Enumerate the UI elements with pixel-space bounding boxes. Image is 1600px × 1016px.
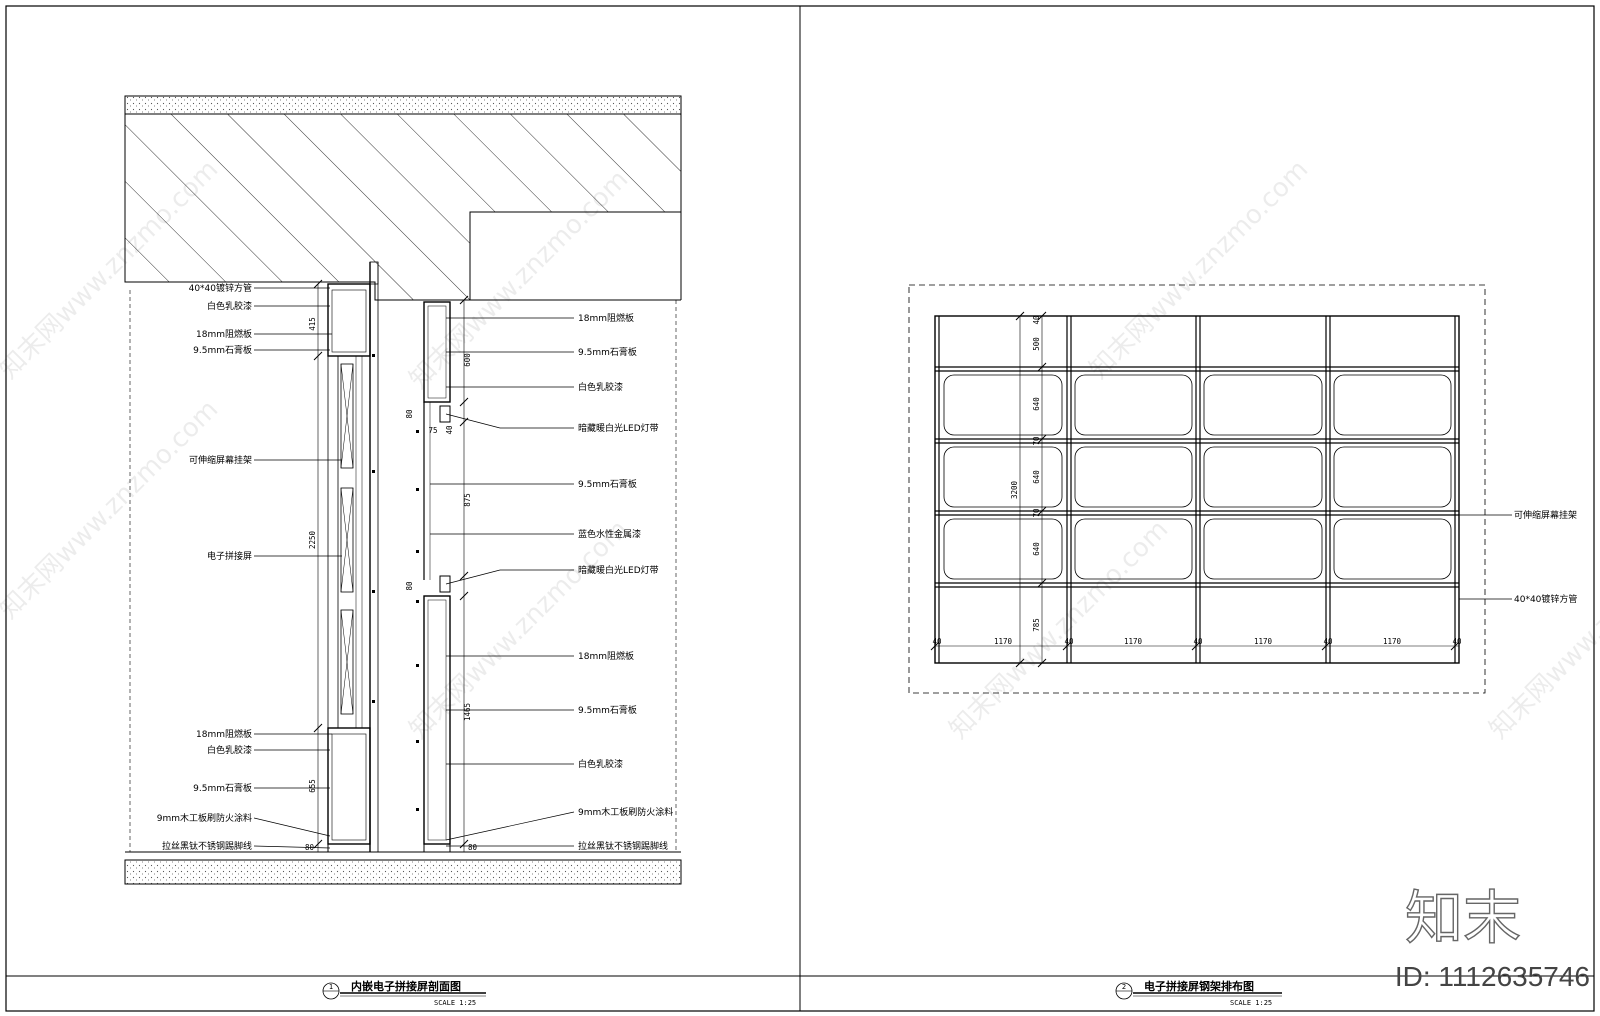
floor-slab <box>124 859 682 885</box>
label-wood-board-r: 9mm木工板刷防火涂料 <box>578 806 673 818</box>
watermark-text-2: 知末网www.znzmo.com <box>0 394 224 625</box>
label-fr-board-2: 18mm阻燃板 <box>196 728 252 740</box>
dim-right-base: 80 <box>468 843 478 852</box>
hdim-0: 40 <box>932 637 942 646</box>
label-white-latex-1: 白色乳胶漆 <box>207 300 252 312</box>
right-title-block: 2 电子拼接屏钢架排布图 SCALE 1:25 <box>1115 979 1282 1007</box>
label-frame-tube: 40*40镀锌方管 <box>1514 593 1577 605</box>
top-box <box>327 283 371 357</box>
left-title-block: 1 内嵌电子拼接屏剖面图 SCALE 1:25 <box>322 979 486 1007</box>
label-skirting-r: 拉丝黑钛不锈钢踢脚线 <box>578 840 668 852</box>
label-blue-paint: 蓝色水性金属漆 <box>578 528 641 540</box>
screen-panels <box>340 355 363 729</box>
vdim-1: 500 <box>1032 337 1041 351</box>
view-number-1: 1 <box>329 983 333 991</box>
hdim-4: 40 <box>1193 637 1203 646</box>
dim-right-mid: 875 <box>463 493 472 507</box>
dim-led-gap1: 80 <box>405 409 414 419</box>
bottom-box <box>327 727 371 845</box>
vdim-6: 640 <box>1032 542 1041 556</box>
watermark-text-5: 知末网www.znzmo.com <box>944 514 1175 745</box>
frame-boundary <box>908 284 1486 694</box>
hdim-8: 40 <box>1452 637 1462 646</box>
steel-frame-outline <box>934 315 1460 664</box>
vdim-0: 40 <box>1032 315 1041 325</box>
hdim-2: 40 <box>1064 637 1074 646</box>
label-galv-tube: 40*40镀锌方管 <box>189 282 252 294</box>
label-frame-hanger: 可伸缩屏幕挂架 <box>1514 509 1577 521</box>
hdim-3: 1170 <box>1124 637 1143 646</box>
label-white-latex-r1: 白色乳胶漆 <box>578 381 623 393</box>
label-wood-board: 9mm木工板刷防火涂料 <box>157 812 252 824</box>
vdim-4: 640 <box>1032 470 1041 484</box>
left-view-scale: SCALE 1:25 <box>434 999 476 1007</box>
vdim-total: 3200 <box>1010 480 1019 499</box>
label-gypsum-r1: 9.5mm石膏板 <box>578 346 637 358</box>
label-gypsum-2: 9.5mm石膏板 <box>193 782 252 794</box>
label-gypsum-r3: 9.5mm石膏板 <box>578 704 637 716</box>
dim-top-box: 415 <box>308 317 317 331</box>
label-white-latex-2: 白色乳胶漆 <box>207 744 252 756</box>
label-led-1: 暗藏暖白光LED灯带 <box>578 422 659 434</box>
dim-middle: 2250 <box>308 530 317 549</box>
label-gypsum-1: 9.5mm石膏板 <box>193 344 252 356</box>
label-fr-board-1: 18mm阻燃板 <box>196 328 252 340</box>
id-label: ID: 1112635746 <box>1395 961 1590 992</box>
dim-right-top: 600 <box>463 353 472 367</box>
ceiling-finish <box>124 95 682 115</box>
label-skirting: 拉丝黑钛不锈钢踢脚线 <box>162 840 252 852</box>
view-number-2: 2 <box>1122 983 1126 991</box>
label-gypsum-r2: 9.5mm石膏板 <box>578 478 637 490</box>
label-fr-board-r1: 18mm阻燃板 <box>578 312 634 324</box>
watermark-text-7: 知末网www.znzmo.com <box>1484 514 1600 745</box>
vdim-5: 70 <box>1032 508 1041 518</box>
frame-panels <box>943 374 1452 580</box>
label-led-2: 暗藏暖白光LED灯带 <box>578 564 659 576</box>
dim-led-gap2: 80 <box>405 581 414 591</box>
hdim-7: 1170 <box>1383 637 1402 646</box>
right-view-scale: SCALE 1:25 <box>1230 999 1272 1007</box>
znzmo-logo: 知末 <box>1405 884 1521 952</box>
right-view-title: 电子拼接屏钢架排布图 <box>1144 979 1254 993</box>
dim-bottom-box: 655 <box>308 779 317 793</box>
vdim-2: 640 <box>1032 397 1041 411</box>
vdim-7: 785 <box>1032 618 1041 632</box>
hdim-5: 1170 <box>1254 637 1273 646</box>
label-fr-board-r2: 18mm阻燃板 <box>578 650 634 662</box>
label-splice-screen: 电子拼接屏 <box>207 550 252 562</box>
dim-led-offset: 75 <box>428 426 437 435</box>
left-view-title: 内嵌电子拼接屏剖面图 <box>351 979 461 993</box>
hdim-6: 40 <box>1323 637 1333 646</box>
label-hanger: 可伸缩屏幕挂架 <box>189 454 252 466</box>
vdim-3: 70 <box>1032 436 1041 446</box>
dim-led-offset2: 40 <box>445 425 454 435</box>
label-white-latex-r2: 白色乳胶漆 <box>578 758 623 770</box>
left-section-view: 415 2250 655 80 600 80 75 40 875 80 1465… <box>124 95 682 885</box>
dim-right-bottom: 1465 <box>463 703 472 721</box>
hdim-1: 1170 <box>994 637 1013 646</box>
watermark-text-6: 知末网www.znzmo.com <box>1084 154 1315 385</box>
right-frame-view: 40 1170 40 1170 40 1170 40 1170 40 40 50… <box>908 284 1577 694</box>
